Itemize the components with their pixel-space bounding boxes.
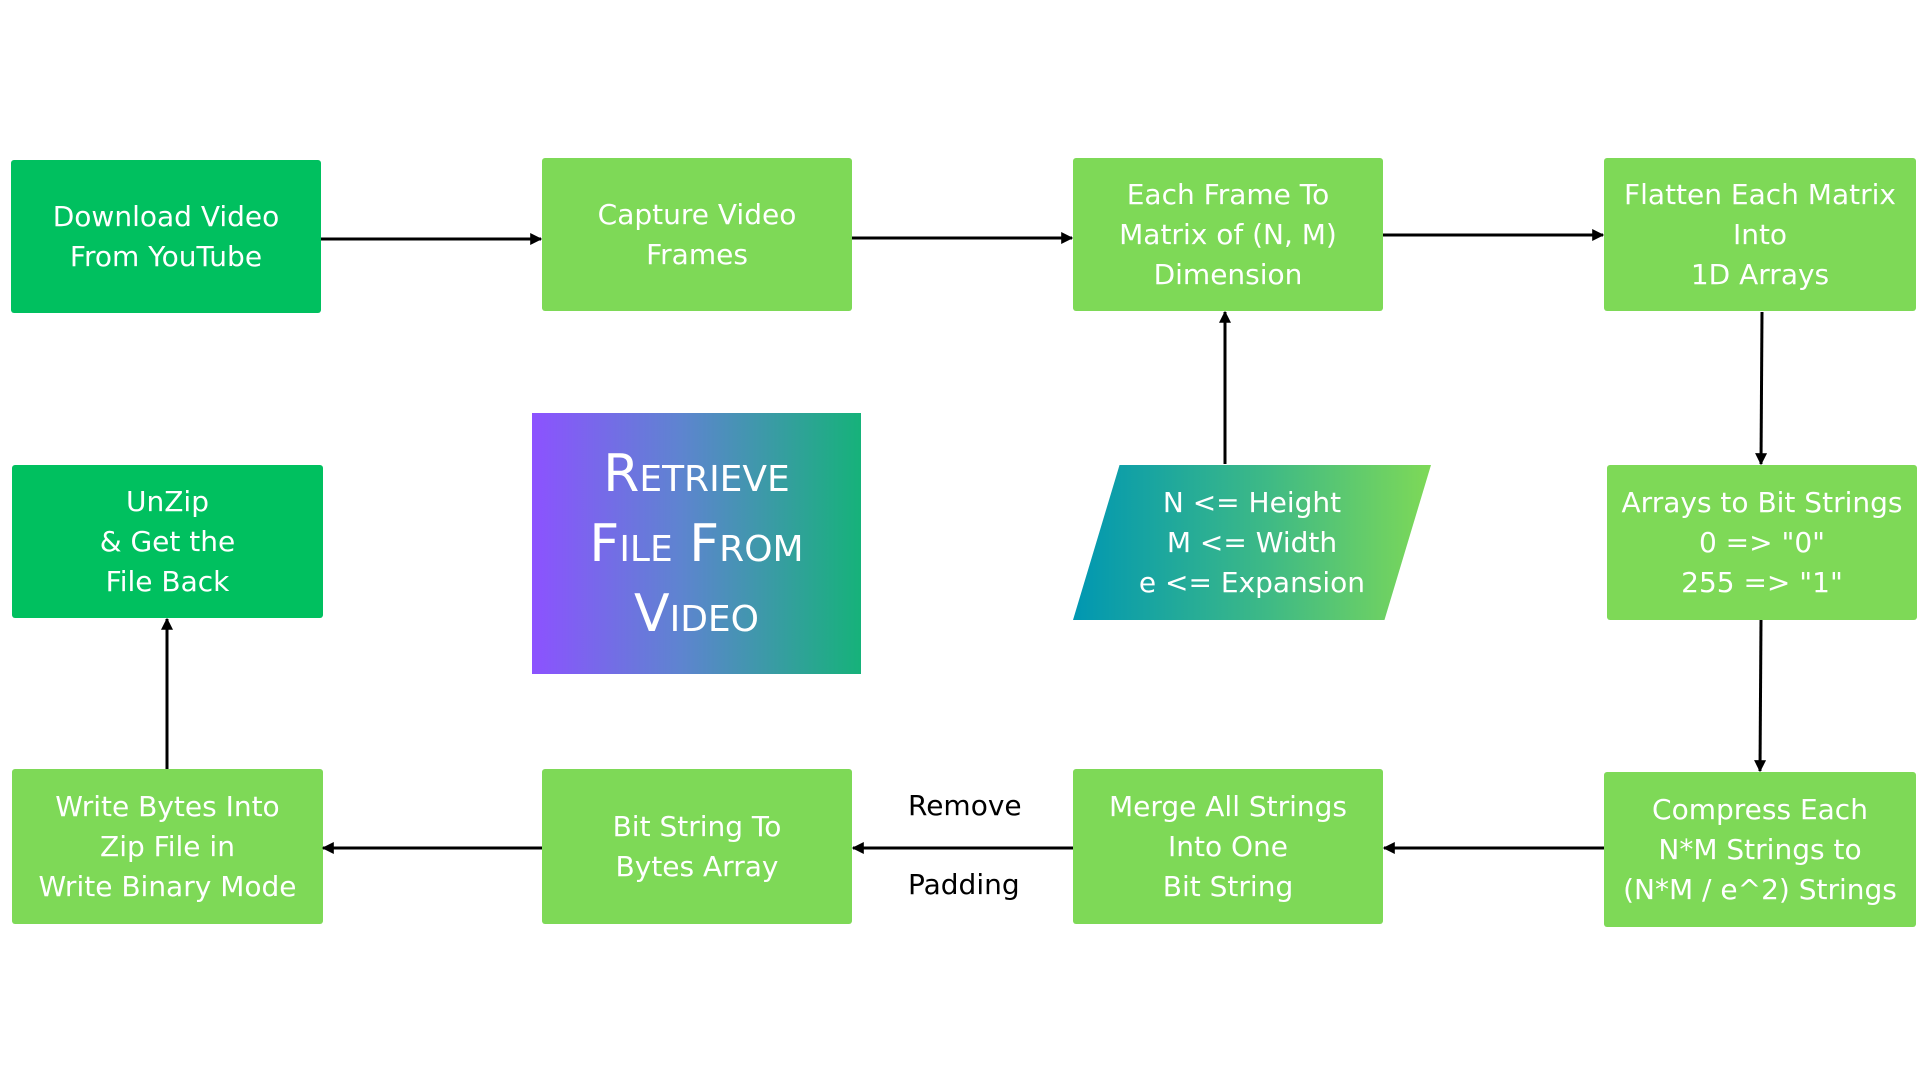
edge-label-remove: Remove [908, 789, 1022, 822]
node-arrays-to-bits: Arrays to Bit Strings 0 => "0" 255 => "1… [1607, 465, 1917, 620]
diagram-title-line-1: Retrieve [603, 443, 790, 504]
node-merge-strings-line-2: Into One [1167, 829, 1289, 863]
node-download-video: Download Video From YouTube [11, 160, 321, 313]
node-compress-strings: Compress Each N*M Strings to (N*M / e^2)… [1604, 772, 1916, 927]
node-flatten-matrix-line-2: Into [1732, 217, 1788, 251]
node-frame-to-matrix: Each Frame To Matrix of (N, M) Dimension [1073, 158, 1383, 311]
node-arrays-to-bits-line-3: 255 => "1" [1681, 565, 1843, 599]
node-flatten-matrix-line-1: Flatten Each Matrix [1624, 177, 1896, 211]
node-arrays-to-bits-line-2: 0 => "0" [1698, 525, 1826, 559]
node-merge-strings: Merge All Strings Into One Bit String [1073, 769, 1383, 924]
node-frame-to-matrix-line-2: Matrix of (N, M) [1119, 217, 1337, 251]
diagram-title: Retrieve File From Video [532, 413, 861, 674]
node-capture-frames-line-2: Frames [646, 237, 748, 271]
diagram-title-line-3: Video [634, 583, 759, 644]
node-arrays-to-bits-line-1: Arrays to Bit Strings [1621, 485, 1903, 519]
node-flatten-matrix-line-3: 1D Arrays [1690, 257, 1830, 291]
node-bits-to-bytes-line-2: Bytes Array [615, 849, 779, 883]
node-bits-to-bytes-line-1: Bit String To [612, 809, 782, 843]
node-compress-strings-line-2: N*M Strings to [1658, 832, 1862, 866]
node-write-zip-line-1: Write Bytes Into [55, 789, 280, 823]
node-unzip-line-2: & Get the [99, 524, 236, 558]
node-unzip-line-1: UnZip [126, 484, 209, 518]
node-unzip-line-3: File Back [105, 564, 230, 598]
arrow-arrays-to-compress [1754, 619, 1767, 773]
node-params-line-2: M <= Width [1166, 525, 1338, 559]
node-bits-to-bytes: Bit String To Bytes Array [542, 769, 852, 924]
node-capture-frames-line-1: Capture Video [597, 197, 797, 231]
node-compress-strings-line-3: (N*M / e^2) Strings [1623, 872, 1897, 906]
node-capture-frames: Capture Video Frames [542, 158, 852, 311]
node-merge-strings-line-3: Bit String [1162, 869, 1294, 903]
node-write-zip-line-3: Write Binary Mode [38, 869, 297, 903]
node-params-line-1: N <= Height [1162, 485, 1342, 519]
node-flatten-matrix: Flatten Each Matrix Into 1D Arrays [1604, 158, 1916, 311]
node-frame-to-matrix-line-3: Dimension [1153, 257, 1303, 291]
node-write-zip: Write Bytes Into Zip File in Write Binar… [12, 769, 323, 924]
node-params-line-3: e <= Expansion [1138, 565, 1366, 599]
node-write-zip-line-2: Zip File in [100, 829, 235, 863]
edge-label-padding: Padding [908, 868, 1020, 901]
node-unzip: UnZip & Get the File Back [12, 465, 323, 618]
node-merge-strings-line-1: Merge All Strings [1108, 789, 1348, 823]
arrow-flatten-to-arrays [1755, 311, 1768, 466]
node-params: N <= Height M <= Width e <= Expansion [1073, 465, 1431, 620]
node-download-video-line-2: From YouTube [69, 239, 263, 273]
diagram-title-line-2: File From [589, 513, 804, 574]
node-frame-to-matrix-line-1: Each Frame To [1126, 177, 1330, 211]
node-compress-strings-line-1: Compress Each [1652, 792, 1868, 826]
node-download-video-line-1: Download Video [52, 199, 280, 233]
